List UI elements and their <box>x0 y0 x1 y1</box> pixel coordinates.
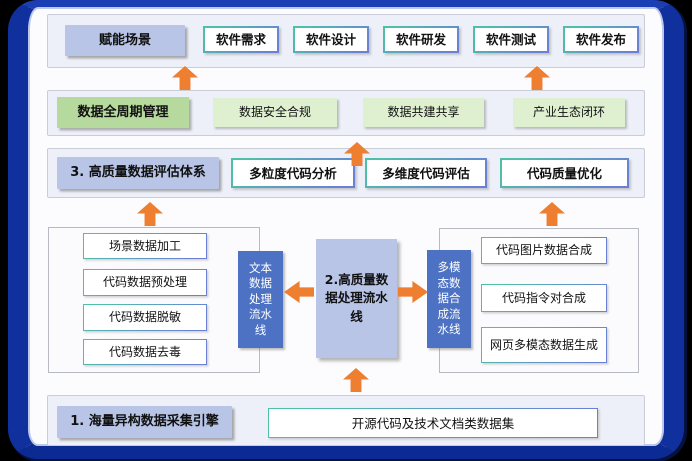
node-code-instruction-pair-synthesis: 代码指令对合成 <box>481 284 607 312</box>
node-high-quality-data-pipeline: 2.高质量数据处理流水线 <box>316 239 397 358</box>
multimodal-pipeline-label: 多模态数据合成流水线 <box>437 260 461 337</box>
node-evaluation-system: 3. 高质量数据评估体系 <box>57 157 219 189</box>
node-multi-dimension-code-evaluation: 多维度代码评估 <box>365 158 487 188</box>
node-code-quality-optimization: 代码质量优化 <box>500 158 629 188</box>
node-data-lifecycle-management: 数据全周期管理 <box>57 97 189 128</box>
node-opensource-code-dataset: 开源代码及技术文档类数据集 <box>268 408 598 438</box>
node-webpage-multimodal-generation: 网页多模态数据生成 <box>481 327 607 363</box>
node-code-data-detoxification: 代码数据去毒 <box>83 339 207 365</box>
node-data-collection-engine: 1. 海量异构数据采集引擎 <box>57 406 232 438</box>
node-scene-data-processing: 场景数据加工 <box>83 233 207 259</box>
node-software-release: 软件发布 <box>563 26 639 53</box>
node-data-co-construction-sharing: 数据共建共享 <box>363 98 484 127</box>
node-multimodal-synthesis-pipeline: 多模态数据合成流水线 <box>427 250 471 348</box>
node-software-design: 软件设计 <box>293 26 369 53</box>
node-enable-scenarios: 赋能场景 <box>65 25 185 56</box>
node-code-data-desensitization: 代码数据脱敏 <box>83 304 207 331</box>
node-software-testing: 软件测试 <box>473 26 549 53</box>
node-data-security-compliance: 数据安全合规 <box>213 98 337 127</box>
node-software-requirements: 软件需求 <box>203 26 279 53</box>
node-multi-granularity-code-analysis: 多粒度代码分析 <box>231 158 355 188</box>
node-text-data-pipeline: 文本数据处理流水线 <box>238 251 283 348</box>
node-industry-ecosystem-loop: 产业生态闭环 <box>513 98 625 127</box>
node-code-data-preprocessing: 代码数据预处理 <box>83 269 207 296</box>
node-software-development: 软件研发 <box>383 26 459 53</box>
node-code-image-data-synthesis: 代码图片数据合成 <box>481 237 607 264</box>
text-pipeline-label: 文本数据处理流水线 <box>249 260 272 337</box>
